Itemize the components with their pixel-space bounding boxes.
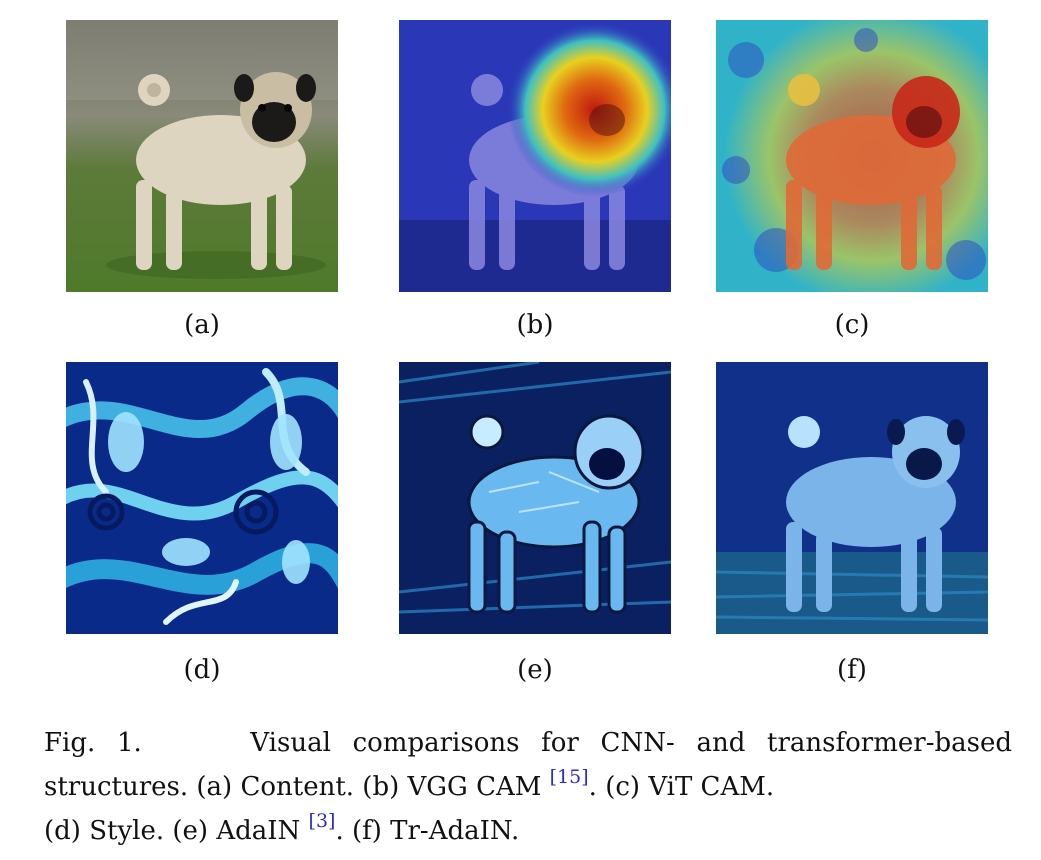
panel-e-label: (e)	[517, 655, 553, 685]
panel-a-label: (a)	[184, 310, 220, 340]
panel-f-label: (f)	[837, 655, 867, 685]
caption-text-5: . (f) Tr-AdaIN.	[335, 816, 520, 846]
figure-caption: Fig. 1. Visual comparisons for CNN- and …	[44, 726, 1012, 848]
caption-text-3: . (c) ViT CAM.	[588, 772, 775, 802]
caption-line-2: structures. (a) Content. (b) VGG CAM [15…	[44, 760, 1012, 804]
caption-text-4: (d) Style. (e) AdaIN	[44, 816, 301, 846]
pug-photo-image	[66, 20, 338, 292]
panel-b-label: (b)	[516, 310, 554, 340]
caption-line-3: (d) Style. (e) AdaIN [3]. (f) Tr-AdaIN.	[44, 804, 1012, 848]
panel-c-label: (c)	[834, 310, 870, 340]
vit-cam-heatmap-image	[716, 20, 988, 292]
citation-link-15[interactable]: [15]	[549, 766, 589, 788]
swirl-style-image	[66, 362, 338, 634]
panel-d-label: (d)	[183, 655, 221, 685]
caption-text-2: structures. (a) Content. (b) VGG CAM	[44, 772, 542, 802]
panel-b-vgg-cam	[399, 20, 671, 292]
vgg-cam-heatmap-image	[399, 20, 671, 292]
adain-stylized-image	[399, 362, 671, 634]
panel-a-content-photo	[66, 20, 338, 292]
panel-c-vit-cam	[716, 20, 988, 292]
figure-number: Fig. 1.	[44, 728, 142, 758]
panel-d-style-image	[66, 362, 338, 634]
panel-e-adain-result	[399, 362, 671, 634]
panel-f-tr-adain-result	[716, 362, 988, 634]
tr-adain-stylized-image	[716, 362, 988, 634]
caption-text-1: Visual comparisons for CNN- and transfor…	[250, 728, 1012, 758]
citation-link-3[interactable]: [3]	[308, 810, 336, 832]
caption-line-1: Fig. 1. Visual comparisons for CNN- and …	[44, 726, 1012, 760]
